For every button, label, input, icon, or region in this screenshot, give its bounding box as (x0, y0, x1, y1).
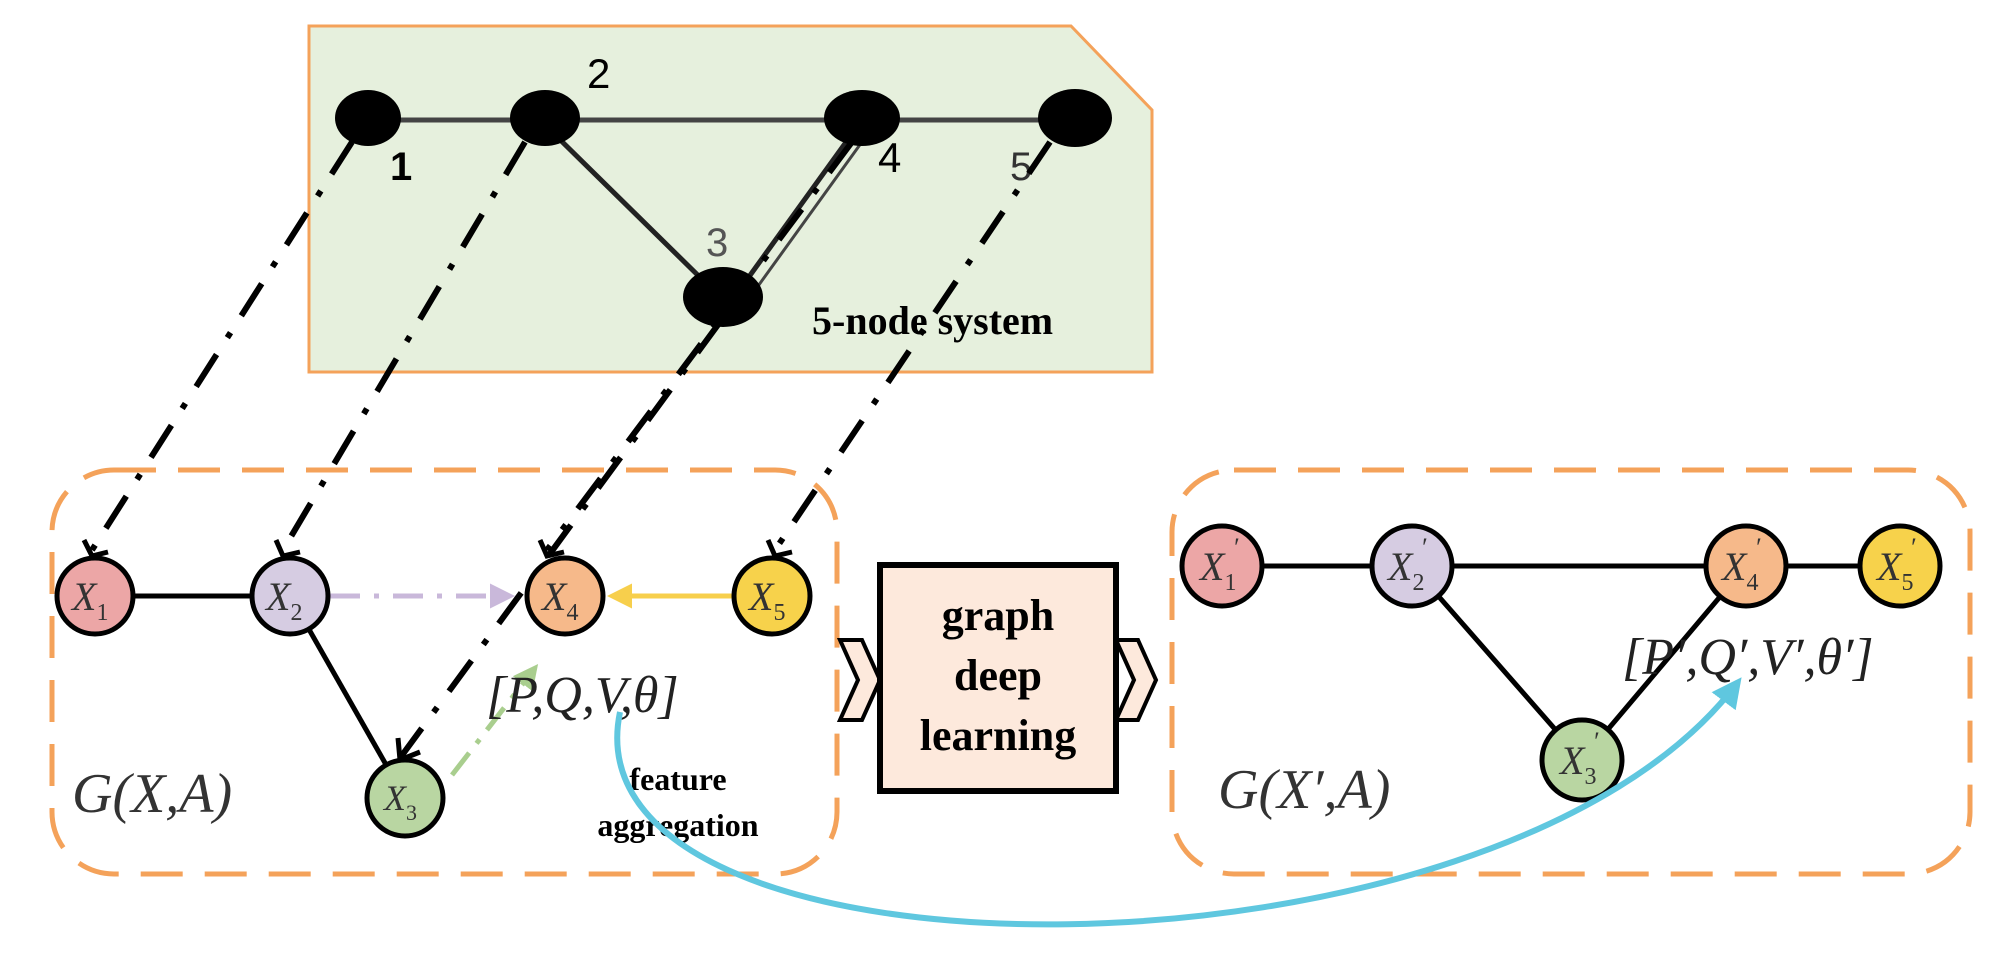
bus-node-1 (335, 90, 401, 146)
left-node-x4: X4 (524, 555, 606, 637)
projection-lines (89, 140, 1053, 760)
box-line-3: learning (920, 711, 1076, 760)
left-node-x1: X1 (54, 555, 136, 637)
graph-deep-learning-box (877, 562, 1119, 794)
left-feature-vector: [P,Q,V,θ] (486, 667, 679, 724)
svg-text:X5: X5 (747, 574, 785, 626)
bus-node-5 (1038, 89, 1112, 147)
output-mapping-arrow (614, 677, 1742, 928)
svg-text:X4: X4 (540, 574, 578, 626)
bus-label-4: 4 (878, 134, 901, 181)
right-feature-vector: [P′,Q′,V′,θ′] (1622, 629, 1874, 686)
projection-arrowheads (81, 538, 793, 764)
aggregation-arrow-x3 (450, 664, 539, 777)
chevron-left-icon (836, 638, 883, 722)
bus-node-3 (683, 267, 763, 327)
top-panel-edges (368, 117, 1075, 301)
svg-text:X2′: X2′ (1386, 533, 1426, 596)
bus-label-5: 5 (1010, 145, 1032, 189)
left-graph-container (49, 467, 840, 877)
svg-text:X1′: X1′ (1198, 533, 1238, 596)
left-node-x3: X3 (364, 757, 446, 839)
left-node-x5: X5 (731, 555, 813, 637)
box-line-1: graph (942, 591, 1054, 640)
left-graph-label: G(X,A) (72, 763, 232, 825)
right-node-x2: X2′ (1369, 523, 1455, 609)
top-panel: 1 2 3 4 5 5-node system (307, 24, 1154, 374)
aggregation-caption-line1: feature (629, 761, 726, 797)
bus-label-3: 3 (706, 221, 728, 265)
right-graph-label: G(X′,A) (1218, 759, 1390, 821)
chevron-right-icon (1112, 638, 1159, 722)
svg-text:X5′: X5′ (1875, 533, 1915, 596)
aggregation-caption-line2: aggregation (597, 807, 758, 843)
svg-text:X2: X2 (264, 574, 302, 626)
right-graph-container (1169, 467, 1973, 877)
left-node-x2: X2 (249, 555, 331, 637)
right-node-x1: X1′ (1179, 523, 1265, 609)
bus-label-1: 1 (390, 145, 412, 189)
svg-text:X4′: X4′ (1720, 533, 1760, 596)
svg-text:X3′: X3′ (1558, 727, 1598, 790)
right-node-x4: X4′ (1703, 523, 1789, 609)
right-node-x3: X3′ (1539, 717, 1625, 803)
right-node-x5: X5′ (1857, 523, 1943, 609)
bus-node-4 (824, 90, 900, 146)
bus-label-2: 2 (587, 50, 610, 97)
bus-node-2 (510, 90, 580, 146)
system-caption: 5-node system (812, 298, 1053, 343)
box-line-2: deep (954, 651, 1042, 700)
svg-text:X3: X3 (382, 778, 417, 825)
svg-text:X1: X1 (70, 574, 108, 626)
